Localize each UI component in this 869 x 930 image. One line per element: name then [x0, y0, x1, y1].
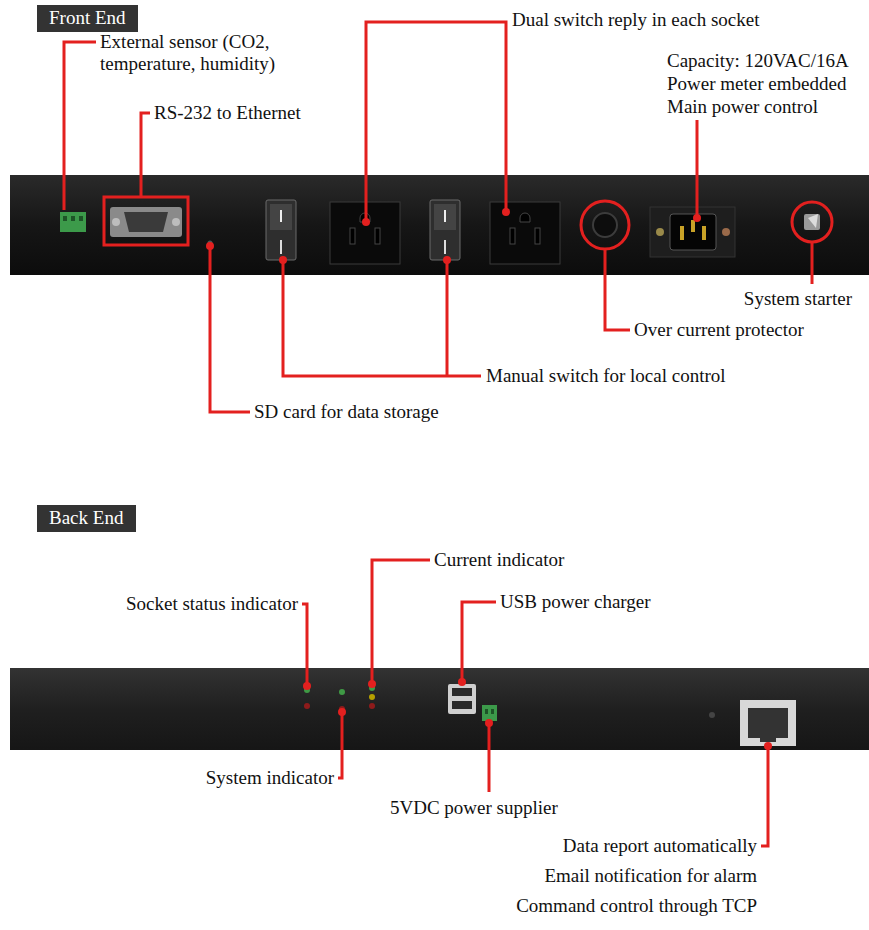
callout-label: Capacity: 120VAC/16A: [667, 50, 849, 72]
callout-label: RS-232 to Ethernet: [154, 102, 301, 124]
rocker-switch: [266, 200, 296, 260]
led-indicators: [304, 685, 375, 712]
leader-dots: [303, 678, 772, 750]
callout-label: Data report automatically: [563, 835, 757, 857]
callout-label: SD card for data storage: [254, 401, 439, 423]
callout-label: Socket status indicator: [126, 593, 298, 615]
leader-lines: [307, 668, 768, 750]
callout-label: Current indicator: [434, 549, 564, 571]
section-heading: Back End: [49, 507, 124, 529]
section-tab: Back End: [37, 505, 136, 532]
section-heading: Front End: [49, 7, 126, 29]
callout-label: Power meter embedded: [667, 73, 846, 95]
rj45-port: [740, 700, 796, 746]
back-panel: [10, 668, 869, 750]
usb-ports: [448, 684, 476, 714]
section-tab: Front End: [37, 5, 138, 32]
callout-label: Main power control: [667, 96, 818, 118]
callout-label: Manual switch for local control: [486, 365, 726, 387]
callout-label: Email notification for alarm: [544, 865, 757, 887]
callout-label: Over current protector: [634, 319, 804, 341]
breaker-button: [593, 213, 617, 237]
rocker-switch: [430, 200, 460, 260]
terminal-block: [60, 212, 86, 232]
callout-label: System indicator: [206, 767, 334, 789]
reset-hole: [709, 712, 715, 718]
iec-inlet: [650, 207, 735, 257]
dc-connector: [482, 705, 497, 721]
callout-label: System starter: [744, 288, 852, 310]
db9-connector: [110, 207, 182, 237]
callout-label: External sensor (CO2, temperature, humid…: [100, 31, 310, 75]
callout-label: Command control through TCP: [516, 895, 757, 917]
power-socket: [490, 202, 560, 264]
callout-label: USB power charger: [500, 591, 651, 613]
callout-label: 5VDC power supplier: [390, 797, 558, 819]
callout-label: Dual switch reply in each socket: [512, 9, 759, 31]
toggle-switch: [804, 214, 820, 230]
front-panel: [10, 175, 869, 275]
